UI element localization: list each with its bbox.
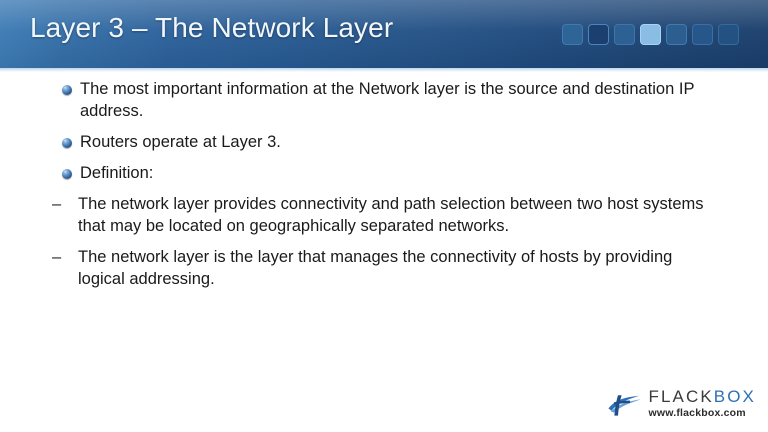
- header-square-2: [588, 24, 609, 45]
- list-item: Routers operate at Layer 3.: [0, 131, 768, 153]
- header-square-7: [718, 24, 739, 45]
- header-divider: [0, 68, 768, 72]
- header-decorative-squares: [562, 24, 739, 45]
- list-item: – The network layer is the layer that ma…: [0, 246, 768, 290]
- flackbox-logo: FLACKBOX www.flackbox.com: [606, 388, 757, 419]
- bullet-text: The network layer provides connectivity …: [78, 195, 704, 235]
- bullet-list: The most important information at the Ne…: [0, 78, 768, 290]
- dash-bullet-icon: –: [52, 195, 62, 213]
- dash-bullet-icon: –: [52, 248, 62, 266]
- logo-word-flack: FLACK: [648, 386, 714, 406]
- header-square-3: [614, 24, 635, 45]
- header-square-1: [562, 24, 583, 45]
- logo-word-box: BOX: [713, 386, 756, 406]
- page-title: Layer 3 – The Network Layer: [30, 12, 394, 43]
- bullet-text: The most important information at the Ne…: [80, 80, 695, 120]
- logo-wordmark: FLACKBOX: [649, 388, 757, 405]
- list-item: Definition:: [0, 162, 768, 184]
- list-item: – The network layer provides connectivit…: [0, 193, 768, 237]
- header-square-5: [666, 24, 687, 45]
- slide-content: The most important information at the Ne…: [0, 78, 768, 378]
- flackbox-swoosh-icon: [607, 394, 641, 416]
- logo-text: FLACKBOX www.flackbox.com: [649, 388, 757, 419]
- bullet-text: Routers operate at Layer 3.: [80, 133, 281, 151]
- logo-url: www.flackbox.com: [648, 406, 746, 419]
- bullet-text: The network layer is the layer that mana…: [78, 248, 673, 288]
- list-item: The most important information at the Ne…: [0, 78, 768, 122]
- sphere-bullet-icon: [62, 138, 72, 148]
- header-square-4: [640, 24, 661, 45]
- slide-header: Layer 3 – The Network Layer: [0, 0, 768, 68]
- sphere-bullet-icon: [62, 169, 72, 179]
- bullet-text: Definition:: [80, 164, 154, 182]
- header-square-6: [692, 24, 713, 45]
- sphere-bullet-icon: [62, 85, 72, 95]
